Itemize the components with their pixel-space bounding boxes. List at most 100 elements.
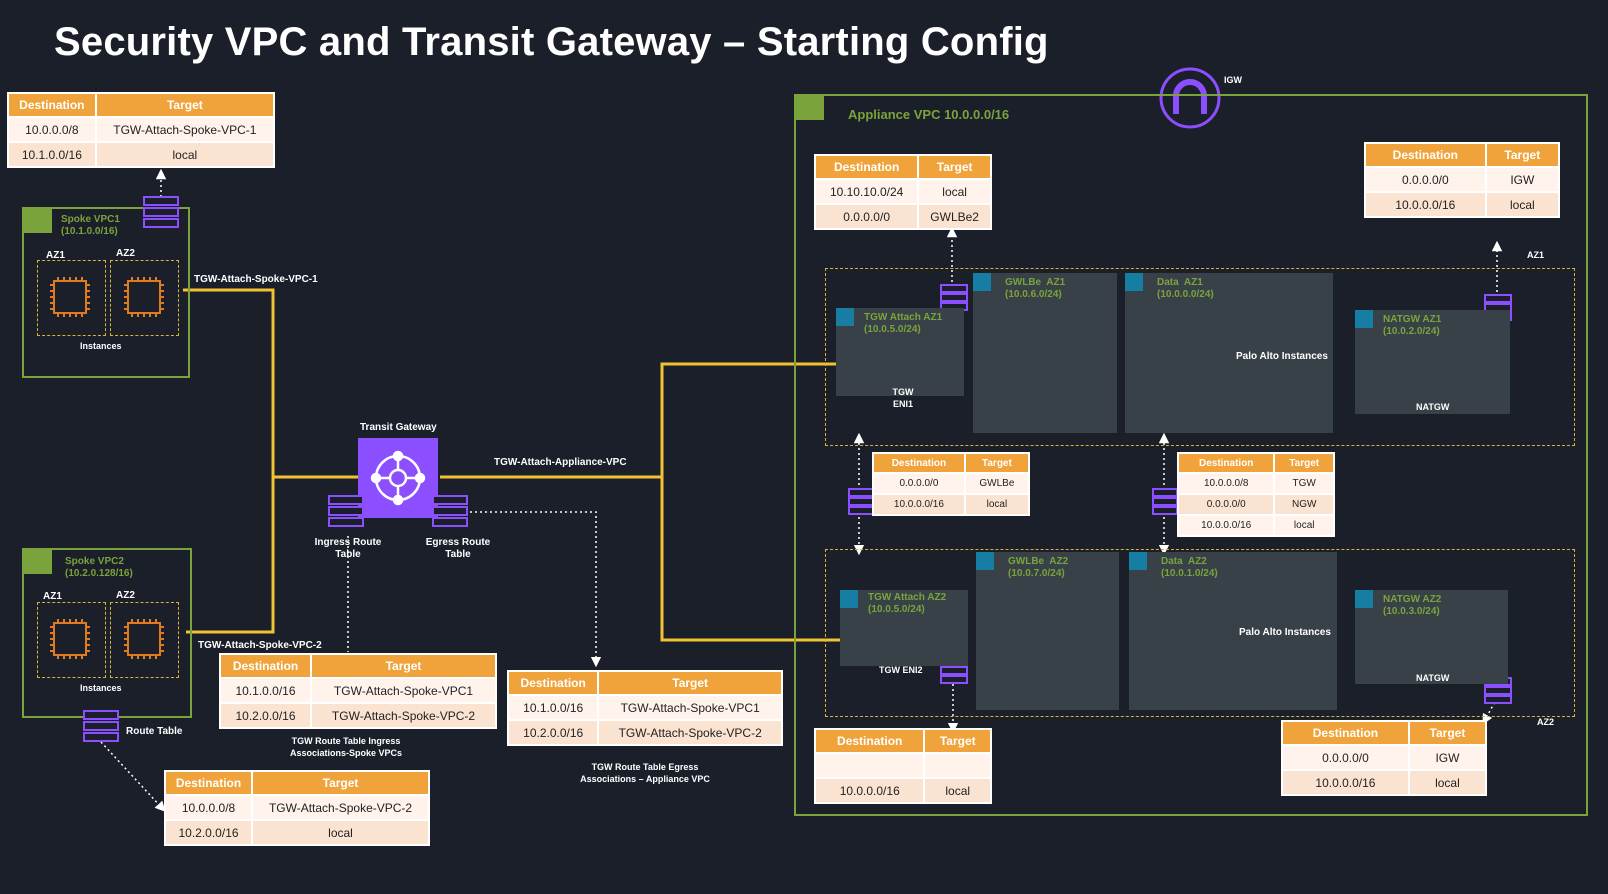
spoke-vpc1-label: Spoke VPC1 (10.1.0.0/16) [61, 214, 120, 237]
gwlbe-az2-subnet: GWLBe AZ2 (10.0.7.0/24) [976, 552, 1119, 710]
target-cell: TGW-Attach-Spoke-VPC1 [597, 694, 783, 721]
target-cell: TGW-Attach-Spoke-VPC-1 [94, 116, 276, 143]
target-cell: local [917, 178, 992, 205]
destination-header: Destination [7, 92, 97, 118]
spoke-vpc1: Spoke VPC1 (10.1.0.0/16) [22, 207, 190, 378]
egress-rt-label: Egress Route Table [425, 537, 491, 560]
tgw-connection-lines [183, 288, 888, 642]
natgw-az2-label: NATGW AZ2 (10.0.3.0/24) [1383, 594, 1442, 617]
appliance-vpc: Appliance VPC 10.0.0.0/16 [794, 94, 1588, 816]
destination-cell: 10.1.0.0/16 [219, 677, 312, 704]
appliance-az2-box [825, 549, 1575, 717]
destination-cell: 10.0.0.0/8 [163, 794, 254, 821]
target-cell: local [1407, 769, 1488, 796]
tgw-attach-az2-subnet: TGW Attach AZ2 (10.0.5.0/24) [840, 590, 968, 666]
data-az1-label: Data AZ1 (10.0.0.0/24) [1157, 277, 1214, 300]
destination-cell: 10.1.0.0/16 [506, 694, 600, 721]
lock-icon [1125, 273, 1143, 291]
destination-cell: 0.0.0.0/0 [1176, 493, 1276, 516]
destination-cell: 0.0.0.0/0 [1364, 166, 1487, 193]
target-cell: local [1273, 514, 1335, 537]
target-header: Target [1273, 452, 1335, 474]
lock-icon [840, 590, 858, 608]
target-cell: GWLBe2 [917, 203, 992, 230]
lock-icon [1355, 590, 1373, 608]
destination-cell [813, 752, 926, 779]
transit-gateway-icon [358, 438, 438, 518]
destination-cell: 10.0.0.0/16 [872, 493, 966, 516]
target-header: Target [251, 770, 430, 796]
natgw-az1-label: NATGW AZ1 (10.0.2.0/24) [1383, 314, 1442, 337]
spoke1-az1-box [37, 260, 106, 336]
destination-header: Destination [813, 728, 926, 754]
target-header: Target [1407, 720, 1488, 746]
target-cell: local [94, 141, 276, 168]
target-cell: IGW [1407, 744, 1488, 771]
gwlbe-az2-label: GWLBe AZ2 (10.0.7.0/24) [1008, 556, 1069, 579]
data-az1-subnet: Data AZ1 (10.0.0.0/24) [1125, 273, 1333, 433]
spoke1-az2-box [110, 260, 179, 336]
destination-cell: 10.0.0.0/16 [1281, 769, 1410, 796]
spoke1-instances-label: Instances [80, 341, 122, 351]
destination-cell: 10.0.0.0/8 [7, 116, 97, 143]
lock-icon [836, 308, 854, 326]
target-cell: TGW-Attach-Spoke-VPC-2 [310, 702, 497, 729]
data-az2-label: Data AZ2 (10.0.1.0/24) [1161, 556, 1218, 579]
tgw-attach-az1-subnet: TGW Attach AZ1 (10.0.5.0/24) [836, 308, 964, 396]
spoke-vpc2-label: Spoke VPC2 (10.2.0.128/16) [65, 556, 133, 579]
destination-cell: 10.0.0.0/8 [1176, 472, 1276, 495]
egress-caption: TGW Route Table Egress Associations – Ap… [580, 762, 710, 784]
spoke2-az1-box [37, 602, 106, 678]
spoke2-instances-label: Instances [80, 683, 122, 693]
igw-label: IGW [1224, 75, 1242, 85]
lock-icon [973, 273, 991, 291]
tgw-attach-az2-label: TGW Attach AZ2 (10.0.5.0/24) [868, 592, 947, 615]
vpc-cloud-icon [24, 550, 52, 574]
destination-header: Destination [813, 154, 920, 180]
target-cell: GWLBe [963, 472, 1031, 495]
appliance-az1-box [825, 268, 1575, 446]
destination-cell: 10.2.0.0/16 [219, 702, 312, 729]
target-header: Target [1484, 142, 1561, 168]
lock-icon [1355, 310, 1373, 328]
tgw-attach-spoke2-label: TGW-Attach-Spoke-VPC-2 [198, 640, 322, 651]
destination-cell: 0.0.0.0/0 [813, 203, 920, 230]
destination-cell: 10.10.10.0/24 [813, 178, 920, 205]
destination-cell: 10.1.0.0/16 [7, 141, 97, 168]
target-header: Target [963, 452, 1031, 474]
lock-icon [976, 552, 994, 570]
spoke2-route-table-label: Route Table [126, 726, 183, 737]
target-header: Target [597, 670, 783, 696]
vpc-cloud-icon [796, 96, 824, 120]
target-header: Target [923, 728, 992, 754]
spoke1-az2-label: AZ2 [116, 248, 135, 259]
tgw-attach-appliance-label: TGW-Attach-Appliance-VPC [494, 457, 627, 468]
destination-header: Destination [872, 452, 966, 474]
